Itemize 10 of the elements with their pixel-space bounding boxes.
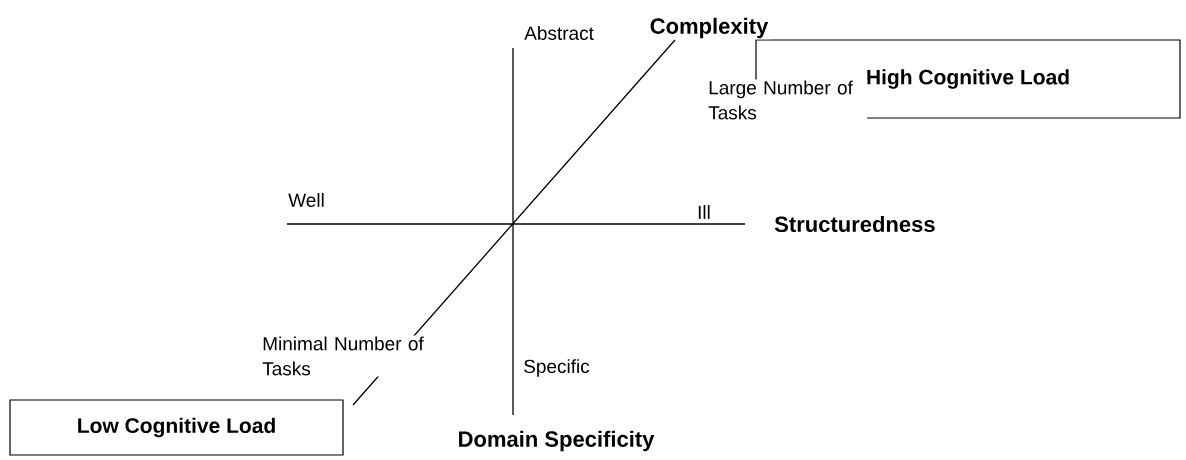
axis-label: Ill	[696, 204, 712, 220]
axis-label: Large Number of Tasks	[707, 79, 868, 121]
axis-label: Minimal Number of Tasks	[261, 335, 429, 377]
axis-label: Well	[287, 192, 326, 208]
axis-label: Abstract	[523, 25, 595, 41]
text-box: Low Cognitive Load	[9, 399, 344, 456]
axis-title: Complexity	[648, 16, 770, 40]
axis-title: Structuredness	[773, 214, 937, 234]
axis-title: Domain Specificity	[456, 429, 656, 453]
axis-label: Specific	[522, 358, 591, 378]
